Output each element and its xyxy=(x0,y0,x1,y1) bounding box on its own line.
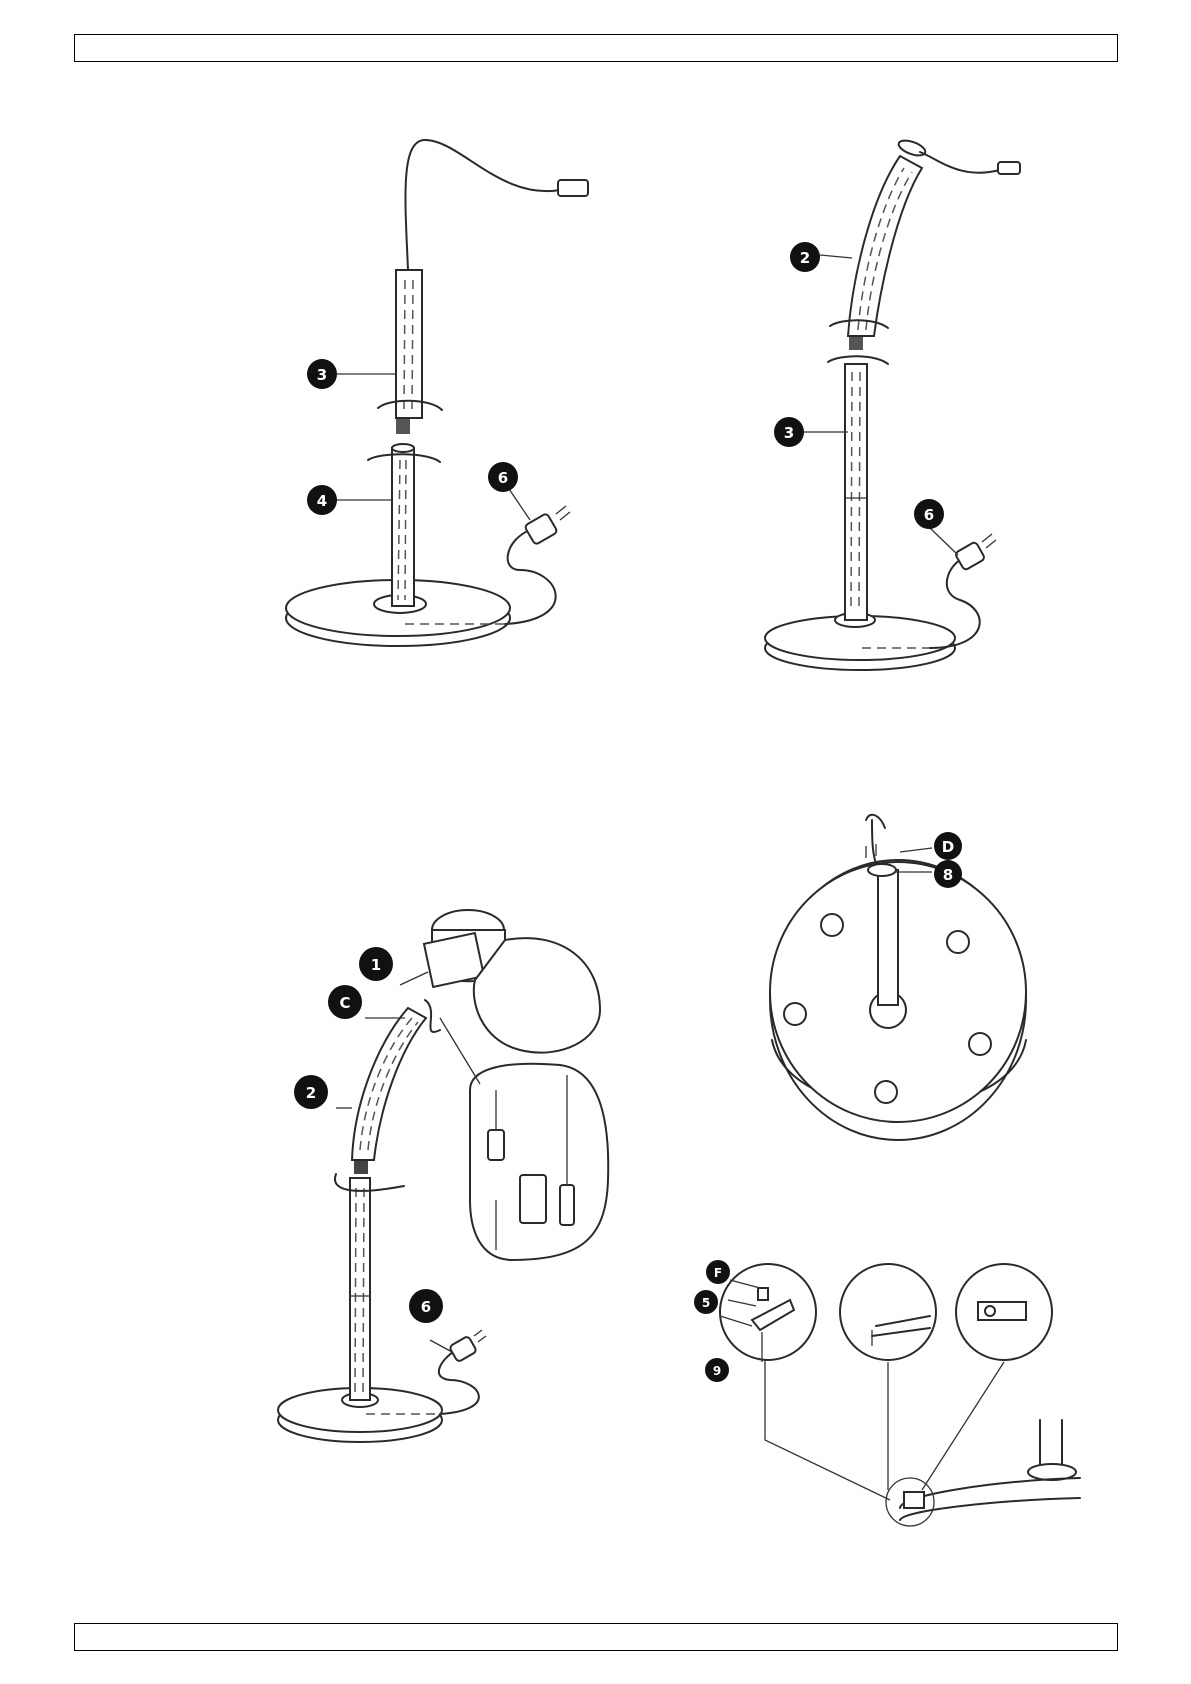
callout-3-fig2: 3 xyxy=(774,417,804,447)
callout-5-fig5: 5 xyxy=(694,1290,718,1314)
callout-6-fig1: 6 xyxy=(488,462,518,492)
figure-2-gooseneck-assembly xyxy=(765,138,1020,670)
figure-4-base-underside xyxy=(770,815,1026,1140)
callout-C-fig3: C xyxy=(328,985,362,1019)
callout-F-fig5: F xyxy=(706,1260,730,1284)
svg-text:6: 6 xyxy=(498,469,508,487)
svg-text:8: 8 xyxy=(943,866,953,884)
callout-4-fig1: 4 xyxy=(307,485,337,515)
svg-text:9: 9 xyxy=(713,1364,721,1378)
svg-text:D: D xyxy=(942,838,954,856)
svg-text:1: 1 xyxy=(371,956,381,974)
svg-text:F: F xyxy=(714,1266,722,1280)
figure-3-lamp-head-assembly xyxy=(278,910,608,1442)
callout-6-fig2: 6 xyxy=(914,499,944,529)
figure-1-lamp-base-assembly xyxy=(286,140,588,646)
svg-text:3: 3 xyxy=(784,424,794,442)
callout-6-fig3: 6 xyxy=(409,1289,443,1323)
svg-text:5: 5 xyxy=(702,1296,710,1310)
svg-text:3: 3 xyxy=(317,366,327,384)
callout-9-fig5: 9 xyxy=(705,1358,729,1382)
callout-2-fig2: 2 xyxy=(790,242,820,272)
callout-D-fig4: D xyxy=(934,832,962,860)
callout-8-fig4: 8 xyxy=(934,860,962,888)
svg-text:6: 6 xyxy=(924,506,934,524)
svg-text:2: 2 xyxy=(306,1084,316,1102)
svg-text:2: 2 xyxy=(800,249,810,267)
svg-text:4: 4 xyxy=(317,492,327,510)
figure-5-base-fixing-details xyxy=(720,1264,1080,1526)
callout-2-fig3: 2 xyxy=(294,1075,328,1109)
callout-3-fig1: 3 xyxy=(307,359,337,389)
svg-text:6: 6 xyxy=(421,1298,431,1316)
callout-1-fig3: 1 xyxy=(359,947,393,981)
svg-text:C: C xyxy=(339,994,350,1012)
